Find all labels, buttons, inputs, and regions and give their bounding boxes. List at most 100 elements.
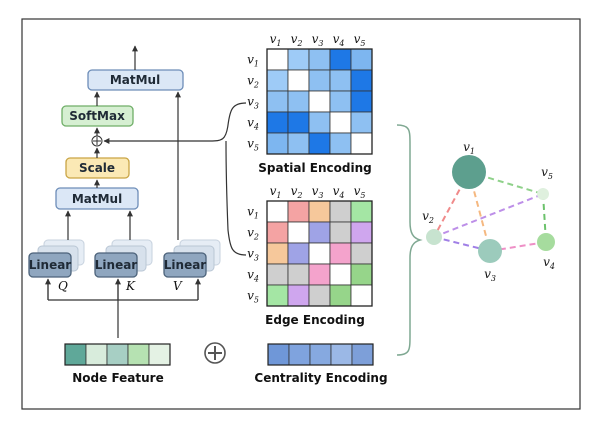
linear-q-box — [28, 252, 72, 278]
spatial-cell-1-5 — [350, 48, 373, 71]
spatial-cell-1-3 — [308, 48, 331, 71]
edge-cell-2-2 — [287, 221, 310, 244]
spatial-cell-4-2 — [287, 111, 310, 134]
spatial-cell-5-1 — [266, 132, 289, 155]
node-feature-cell-5 — [148, 343, 171, 366]
spatial-cell-2-3 — [308, 69, 331, 92]
edge-col-header-3: v3 — [312, 184, 324, 200]
spatial-cell-2-4 — [329, 69, 352, 92]
node-feature-cell-3 — [106, 343, 129, 366]
spatial-col-header-5: v5 — [354, 32, 366, 48]
edge-cell-4-1 — [266, 263, 289, 286]
edge-cell-5-2 — [287, 284, 310, 307]
edge-cell-3-5 — [350, 242, 373, 265]
node-feature-strip — [64, 343, 171, 366]
node-feature-caption: Node Feature — [72, 371, 163, 385]
edge-cell-5-4 — [329, 284, 352, 307]
input-q-label: Q — [58, 279, 68, 293]
spatial-cell-5-2 — [287, 132, 310, 155]
spatial-cell-5-4 — [329, 132, 352, 155]
node-feature-border — [64, 343, 171, 366]
edge-cell-1-5 — [350, 200, 373, 223]
edge-col-header-2: v2 — [291, 184, 303, 200]
matmul-bottom-label: MatMul — [72, 192, 122, 206]
attention-block: Linear Linear Linear Q K V MatMul Sca — [28, 45, 247, 338]
spatial-col-header-1: v1 — [270, 32, 282, 48]
edge-col-header-4: v4 — [333, 184, 345, 200]
edge-cell-4-2 — [287, 263, 310, 286]
graph-node-4 — [537, 233, 555, 251]
centrality-cell-4 — [330, 343, 353, 366]
spatial-cell-4-1 — [266, 111, 289, 134]
linear-k-label: Linear — [95, 258, 138, 272]
spatial-cell-1-2 — [287, 48, 310, 71]
graph-node-label-4: v4 — [543, 255, 555, 271]
spatial-cell-5-3 — [308, 132, 331, 155]
input-v-label: V — [173, 279, 183, 293]
edge-cell-3-1 — [266, 242, 289, 265]
spatial-cell-1-1 — [266, 48, 289, 71]
spatial-cell-3-1 — [266, 90, 289, 113]
centrality-cell-1 — [267, 343, 290, 366]
curly-brace — [396, 124, 423, 356]
figure-frame — [21, 18, 581, 410]
centrality-border — [267, 343, 374, 366]
graph-node-3 — [478, 239, 502, 263]
spatial-row-header-2: v2 — [247, 74, 259, 90]
graph-node-2 — [426, 229, 442, 245]
spatial-cell-3-5 — [350, 90, 373, 113]
node-feature-cell-2 — [85, 343, 108, 366]
linear-k-stack: Linear — [94, 239, 153, 278]
linear-v-stack: Linear — [163, 239, 221, 278]
centrality-cell-2 — [288, 343, 311, 366]
spatial-cell-3-2 — [287, 90, 310, 113]
edge-cell-1-3 — [308, 200, 331, 223]
edge-row-header-3: v3 — [247, 247, 259, 263]
spatial-cell-1-4 — [329, 48, 352, 71]
edge-cell-5-1 — [266, 284, 289, 307]
scale-label: Scale — [79, 161, 115, 175]
spatial-grid-border — [266, 48, 373, 155]
graph-node-5 — [537, 188, 549, 200]
edge-cell-4-4 — [329, 263, 352, 286]
graph-edge-2-5 — [433, 193, 544, 238]
centrality-encoding-caption: Centrality Encoding — [254, 371, 387, 385]
spatial-cell-3-4 — [329, 90, 352, 113]
spatial-cell-2-1 — [266, 69, 289, 92]
node-feature-cell-4 — [127, 343, 150, 366]
edge-row-header-5: v5 — [247, 289, 259, 305]
edge-cell-2-4 — [329, 221, 352, 244]
edge-grid-border — [266, 200, 373, 307]
linear-k-box — [94, 252, 138, 278]
linear-q-label: Linear — [29, 258, 72, 272]
spatial-cell-4-4 — [329, 111, 352, 134]
edge-col-header-5: v5 — [354, 184, 366, 200]
spatial-col-header-3: v3 — [312, 32, 324, 48]
centrality-cell-5 — [351, 343, 374, 366]
edge-cell-4-3 — [308, 263, 331, 286]
edge-cell-1-1 — [266, 200, 289, 223]
spatial-cell-2-5 — [350, 69, 373, 92]
spatial-col-header-4: v4 — [333, 32, 345, 48]
graph-node-label-2: v2 — [422, 209, 434, 225]
edge-cell-1-2 — [287, 200, 310, 223]
spatial-row-header-4: v4 — [247, 116, 259, 132]
graph-node-label-5: v5 — [541, 165, 553, 181]
centrality-encoding-strip — [267, 343, 374, 366]
edge-encoding-connector — [225, 140, 247, 256]
spatial-row-header-1: v1 — [247, 53, 259, 69]
edge-cell-5-5 — [350, 284, 373, 307]
spatial-cell-5-5 — [350, 132, 373, 155]
spatial-encoding-caption: Spatial Encoding — [258, 161, 372, 175]
edge-encoding-caption: Edge Encoding — [265, 313, 365, 327]
edge-cell-4-5 — [350, 263, 373, 286]
centrality-cell-3 — [309, 343, 332, 366]
graph-node-1 — [452, 155, 486, 189]
spatial-col-header-2: v2 — [291, 32, 303, 48]
spatial-cell-4-5 — [350, 111, 373, 134]
graph-node-label-3: v3 — [484, 267, 496, 283]
